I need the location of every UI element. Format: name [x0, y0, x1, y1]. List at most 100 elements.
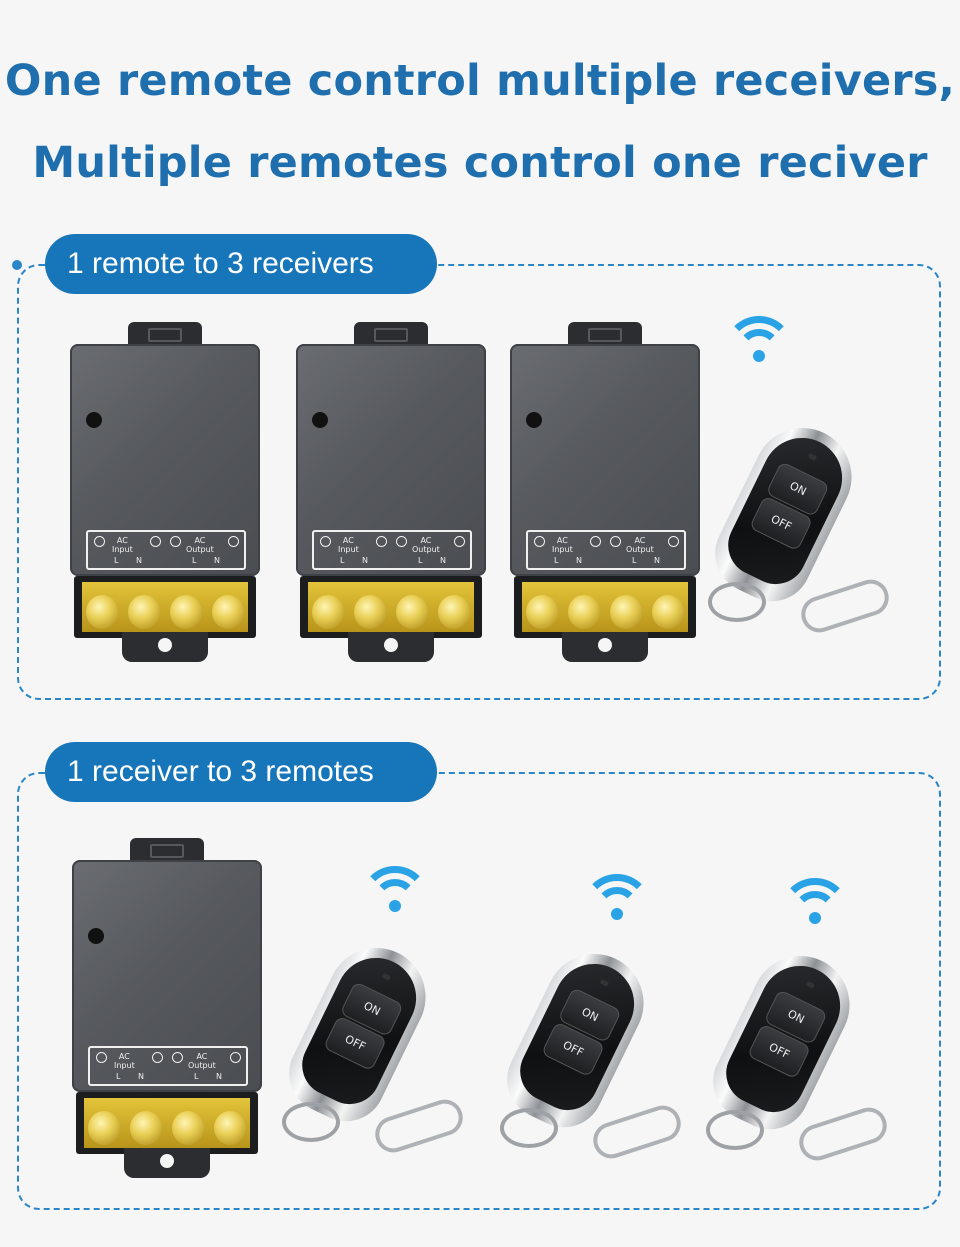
ground-symbol-icon — [150, 536, 161, 547]
indicator-led — [381, 972, 392, 981]
terminal-letter: L — [116, 1072, 121, 1081]
terminal-block — [300, 576, 482, 638]
key-ring — [706, 1110, 764, 1150]
lobster-clip — [796, 574, 894, 638]
signal-arc-inner — [737, 329, 781, 373]
brass-strip — [84, 1098, 250, 1148]
terminal-letter: N — [654, 556, 660, 565]
terminal-letter: N — [138, 1072, 144, 1081]
headline-line-1: One remote control multiple receivers, — [4, 56, 956, 106]
key-ring — [282, 1102, 340, 1142]
ground-symbol-icon — [96, 1052, 107, 1063]
signal-arc-outer — [582, 874, 652, 944]
brass-strip — [82, 582, 248, 632]
terminal-letter: N — [136, 556, 142, 565]
mount-tab — [348, 632, 434, 662]
terminal-letter: L — [418, 556, 423, 565]
tab-slot — [148, 328, 182, 342]
ac-label: AC — [196, 1052, 208, 1061]
ground-symbol-icon — [454, 536, 465, 547]
terminal-screw — [130, 1111, 162, 1145]
input-text: Input — [112, 545, 133, 554]
section-2-label: 1 receiver to 3 remotes — [45, 742, 437, 802]
indicator-led — [599, 978, 610, 987]
terminal-screw — [212, 595, 244, 629]
pairing-hole — [88, 928, 104, 944]
terminal-letter: L — [340, 556, 345, 565]
output-text: Output — [626, 545, 654, 554]
signal-arc-inner — [595, 887, 639, 931]
pairing-hole — [312, 412, 328, 428]
input-text: Input — [552, 545, 573, 554]
section-panel-2 — [17, 772, 941, 1210]
indicator-led — [805, 980, 816, 989]
terminal-screw — [526, 595, 558, 629]
terminal-letter: L — [192, 556, 197, 565]
ground-symbol-icon — [228, 536, 239, 547]
key-ring — [708, 582, 766, 622]
terminal-screw — [438, 595, 470, 629]
output-text: Output — [412, 545, 440, 554]
signal-dot — [809, 912, 821, 924]
ground-symbol-icon — [376, 536, 387, 547]
ground-symbol-icon — [230, 1052, 241, 1063]
terminal-screw — [214, 1111, 246, 1145]
wifi-signal-icon — [360, 866, 430, 926]
pairing-hole — [86, 412, 102, 428]
mount-tab — [562, 632, 648, 662]
lobster-clip — [370, 1094, 468, 1158]
ac-label: AC — [556, 536, 568, 545]
signal-dot — [389, 900, 401, 912]
mount-hole — [384, 638, 398, 652]
ground-symbol-icon — [668, 536, 679, 547]
output-text: Output — [186, 545, 214, 554]
terminal-screw — [312, 595, 344, 629]
mount-hole — [158, 638, 172, 652]
tab-slot — [150, 844, 184, 858]
lobster-clip — [794, 1102, 892, 1166]
ground-symbol-icon — [396, 536, 407, 547]
terminal-letter: N — [362, 556, 368, 565]
key-ring — [500, 1108, 558, 1148]
brass-strip — [522, 582, 688, 632]
terminal-block — [76, 1092, 258, 1154]
signal-arc-inner — [793, 891, 837, 935]
ground-symbol-icon — [590, 536, 601, 547]
terminal-letter: L — [554, 556, 559, 565]
headline-line-2: Multiple remotes control one reciver — [32, 138, 928, 188]
ac-label: AC — [116, 536, 128, 545]
terminal-screw — [128, 595, 160, 629]
signal-arc-outer — [360, 866, 430, 936]
terminal-letter: N — [216, 1072, 222, 1081]
lobster-clip — [588, 1100, 686, 1164]
signal-arc-inner — [373, 879, 417, 923]
terminal-block — [74, 576, 256, 638]
pairing-hole — [526, 412, 542, 428]
terminal-screw — [172, 1111, 204, 1145]
brass-strip — [308, 582, 474, 632]
mount-tab — [124, 1148, 210, 1178]
mount-tab — [122, 632, 208, 662]
terminal-screw — [652, 595, 684, 629]
panel-corner-dot — [12, 260, 22, 270]
terminal-letter: N — [440, 556, 446, 565]
